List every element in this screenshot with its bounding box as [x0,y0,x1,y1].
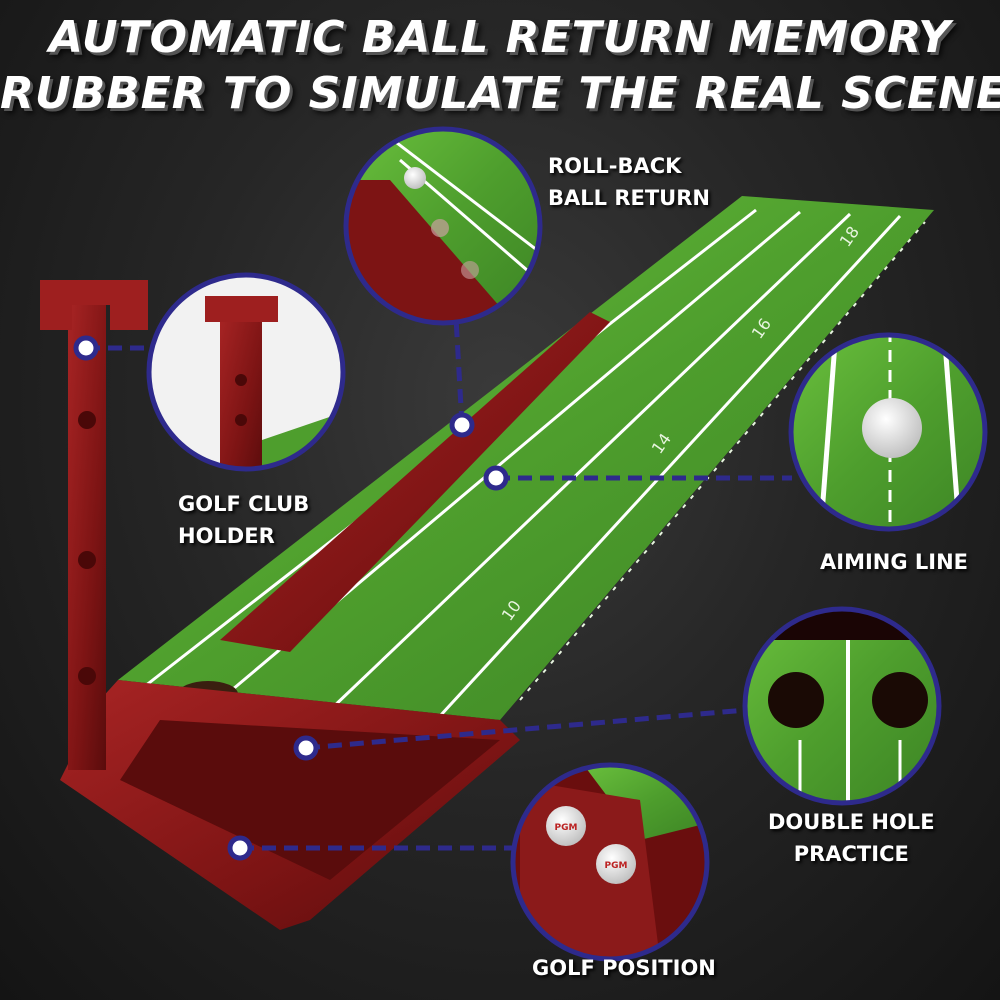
club-holder-top [40,280,148,330]
anchor-dot [293,735,319,761]
label-golf-position: GOLF POSITION [532,952,716,984]
label-line: ROLL-BACK [548,154,682,178]
callout-roll-back [343,126,543,326]
golf-ball [404,167,426,189]
aim-line [438,214,902,718]
headline-line-1: AUTOMATIC BALL RETURN MEMORY [48,12,952,63]
label-line: DOUBLE HOLE [768,810,935,834]
label-roll-back: ROLL-BACK BALL RETURN [548,150,710,214]
golf-ball [596,844,636,884]
label-aiming-line: AIMING LINE [820,546,968,578]
practice-hole [872,672,928,728]
label-line: AIMING LINE [820,550,969,574]
anchor-dot [73,335,99,361]
label-double-hole: DOUBLE HOLE PRACTICE [768,806,935,870]
ball-logo: PGM [555,823,578,833]
label-line: BALL RETURN [548,186,710,210]
anchor-dot [449,412,475,438]
ruler-edge [519,221,926,701]
connector-roll-back [453,317,465,426]
base-trough [120,720,500,880]
headline-line-2: RUBBER TO SIMULATE THE REAL SCENE [0,68,1000,119]
club-holder-post [68,300,106,770]
connector-double-hole [305,707,747,751]
callout-holder [146,272,346,472]
ball-logo: PGM [605,861,628,871]
callout-connectors [86,317,792,851]
golf-ball [862,398,922,458]
golf-ball [546,806,586,846]
aim-line [328,212,852,712]
callout-golf-position: PGM PGM [510,762,710,962]
callout-aiming-line [788,332,988,532]
return-rail [220,312,610,652]
anchor-dot [227,835,253,861]
callout-double-hole [742,606,942,806]
holder-hole [78,667,96,685]
holder-hole [78,411,96,429]
label-line: PRACTICE [793,842,909,866]
practice-hole [768,672,824,728]
label-line: GOLF POSITION [532,956,716,980]
label-line: GOLF CLUB [178,492,310,516]
holder-hole [78,551,96,569]
callout-anchors [73,335,509,861]
wooden-frame [40,280,610,930]
label-golf-club-holder: GOLF CLUB HOLDER [178,488,309,552]
label-line: HOLDER [178,524,275,548]
anchor-dot [483,465,509,491]
